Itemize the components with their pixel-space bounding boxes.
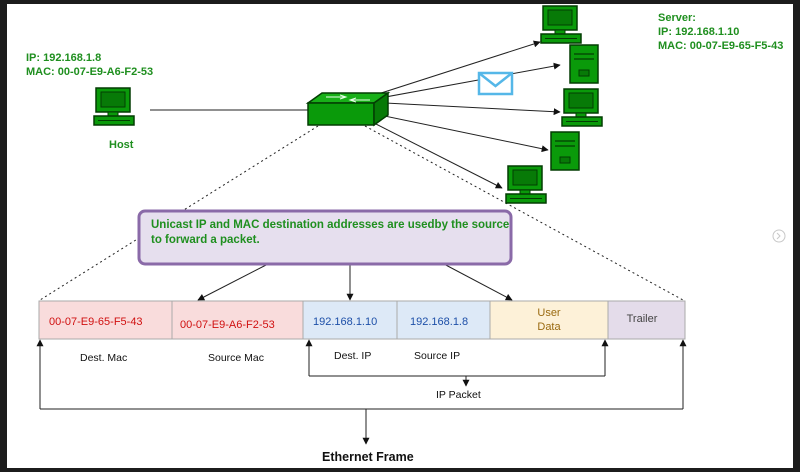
cell-source-mac (171, 300, 304, 340)
network-links (150, 40, 561, 189)
cell-source-ip-text: 192.168.1.8 (410, 316, 468, 328)
cell-trailer-text: Trailer (627, 313, 658, 325)
projection-lines (39, 125, 684, 301)
cell-dest-ip (302, 300, 398, 340)
cell-user-data-line1: User (537, 307, 561, 319)
server-ip: IP: 192.168.1.10 (658, 26, 739, 38)
server-mac: MAC: 00-07-E9-65-F5-43 (658, 40, 783, 52)
computer-icon-middle (561, 88, 603, 127)
cell-user-data (489, 300, 609, 340)
server-tower-icon (569, 44, 599, 84)
ethernet-frame-label: Ethernet Frame (322, 450, 414, 464)
cell-dest-mac-text: 00-07-E9-65-F5-43 (49, 316, 143, 328)
cell-trailer (607, 300, 686, 340)
label-dest-mac: Dest. Mac (80, 352, 127, 364)
cell-source-mac-text: 00-07-E9-A6-F2-53 (180, 319, 275, 331)
cell-user-data-line2: Data (537, 321, 561, 333)
ethernet-frame-bracket (36, 339, 687, 445)
ethernet-frame: 00-07-E9-65-F5-43 00-07-E9-A6-F2-53 192.… (38, 300, 686, 340)
carousel-nav-icon[interactable] (772, 229, 786, 243)
label-dest-ip: Dest. IP (334, 350, 371, 362)
cell-source-ip (396, 300, 491, 340)
ip-packet-label: IP Packet (436, 389, 481, 401)
label-source-ip: Source IP (414, 350, 460, 362)
callout-box: Unicast IP and MAC destination addresses… (137, 209, 513, 266)
link-to-server (379, 62, 561, 99)
link-to-pc-top (374, 40, 541, 96)
callout-line-2: to forward a packet. (151, 234, 260, 246)
host-computer-icon (93, 87, 135, 126)
cell-dest-mac (38, 300, 173, 340)
link-to-pc-bottom (371, 121, 503, 189)
envelope-icon (477, 71, 514, 96)
callout-line-1: Unicast IP and MAC destination addresses… (151, 219, 509, 231)
link-to-tower-lower (379, 114, 549, 153)
callout-arrows (197, 262, 513, 301)
label-source-mac: Source Mac (208, 352, 264, 364)
server-label: Server: (658, 12, 696, 24)
server-tower-icon-lower (550, 131, 580, 171)
ip-packet-bracket (305, 339, 609, 387)
cell-dest-ip-text: 192.168.1.10 (313, 316, 377, 328)
host-label: Host (109, 139, 134, 151)
computer-icon-bottom (505, 165, 547, 204)
link-to-pc-mid (384, 102, 561, 116)
network-switch-icon (305, 91, 391, 127)
computer-icon-top (540, 5, 582, 44)
host-ip: IP: 192.168.1.8 (26, 52, 101, 64)
host-mac: MAC: 00-07-E9-A6-F2-53 (26, 66, 153, 78)
